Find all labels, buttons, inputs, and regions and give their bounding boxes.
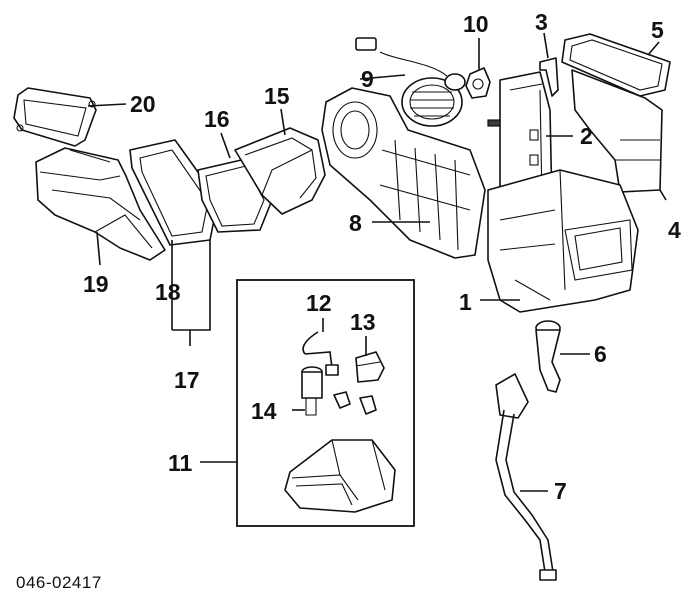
callout-6: 6 xyxy=(594,341,607,367)
callouts: 1 2 3 4 5 6 7 8 9 10 11 12 13 14 15 16 1… xyxy=(83,9,681,504)
callout-14: 14 xyxy=(251,398,277,424)
part-13-connector xyxy=(355,351,385,383)
part-8-housing xyxy=(321,87,486,259)
inset-housing xyxy=(284,439,396,513)
part-7-tube xyxy=(495,373,557,581)
callout-2: 2 xyxy=(580,123,593,149)
leader-lines xyxy=(87,32,667,492)
inset-box-11 xyxy=(236,279,415,527)
part-6-drain xyxy=(535,320,561,393)
callout-4: 4 xyxy=(668,217,681,243)
part-15-housing xyxy=(234,127,326,215)
diagram-caption: 046-02417 xyxy=(16,573,102,592)
part-20-seal xyxy=(13,87,97,147)
callout-8: 8 xyxy=(349,210,362,236)
callout-5: 5 xyxy=(651,17,664,43)
callout-20: 20 xyxy=(130,91,156,117)
callout-3: 3 xyxy=(535,9,548,35)
callout-12: 12 xyxy=(306,290,332,316)
callout-11: 11 xyxy=(168,450,193,476)
part-10-gasket xyxy=(465,67,491,99)
callout-18: 18 xyxy=(155,279,181,305)
part-19-duct xyxy=(35,147,166,261)
part-14-actuator xyxy=(301,366,377,416)
part-1-case xyxy=(487,169,639,313)
callout-13: 13 xyxy=(350,309,376,335)
part-3-clip xyxy=(539,57,559,97)
part-12-harness xyxy=(302,331,339,376)
part-9-blower-motor xyxy=(355,37,466,127)
callout-17: 17 xyxy=(174,367,200,393)
part-5-filter xyxy=(561,33,671,97)
callout-7: 7 xyxy=(554,478,567,504)
callout-16: 16 xyxy=(204,106,230,132)
callout-1: 1 xyxy=(459,289,472,315)
callout-15: 15 xyxy=(264,83,290,109)
callout-10: 10 xyxy=(463,11,489,37)
callout-9: 9 xyxy=(361,66,374,92)
callout-19: 19 xyxy=(83,271,109,297)
